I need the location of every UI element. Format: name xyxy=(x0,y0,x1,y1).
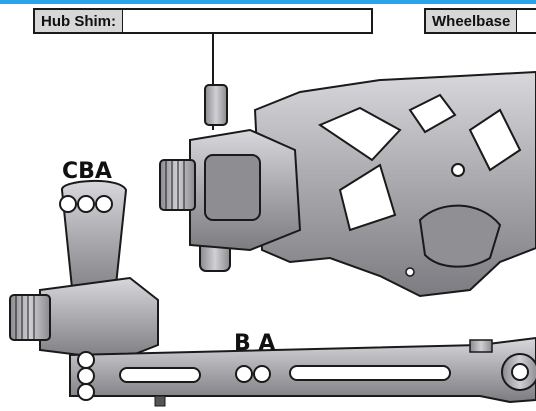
steering-position-c-hole xyxy=(59,195,77,213)
wheelbase-field[interactable]: Wheelbase xyxy=(424,8,536,34)
top-accent-bar xyxy=(0,0,536,4)
wheelbase-label: Wheelbase xyxy=(426,10,518,32)
steering-position-a-hole xyxy=(95,195,113,213)
steering-position-b-hole xyxy=(77,195,95,213)
hub-carrier xyxy=(159,84,302,272)
link-position-label: B A xyxy=(234,331,275,356)
link-position-a-hole xyxy=(253,365,271,383)
steering-link xyxy=(69,336,536,407)
hub-shim-label: Hub Shim: xyxy=(35,10,123,32)
link-position-b-hole xyxy=(235,365,253,383)
suspension-arm xyxy=(253,70,536,298)
hub-shim-field[interactable]: Hub Shim: xyxy=(33,8,373,34)
steering-block xyxy=(9,180,159,362)
steering-block-position-label: CBA xyxy=(62,159,112,184)
